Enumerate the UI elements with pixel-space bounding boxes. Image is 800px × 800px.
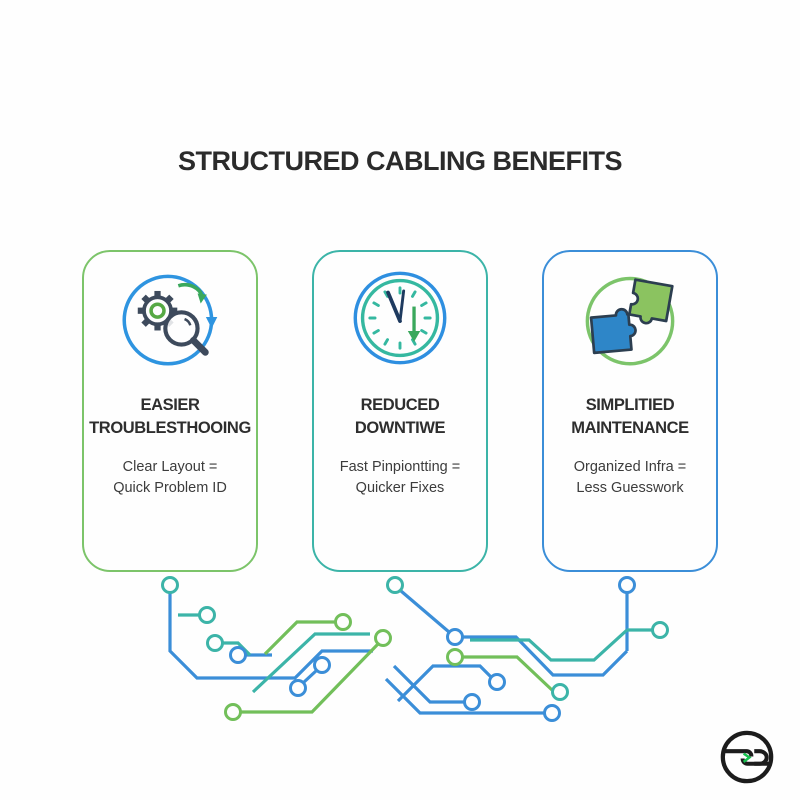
card-subtitle-line2: Quicker Fixes [355,480,445,497]
circuit-traces-decoration [161,576,669,722]
card-title-line1: EASIER [140,396,200,414]
card-subtitle: Fast Pinpiontting = Quicker Fixes [340,457,461,501]
sc-monogram-logo [718,728,776,786]
card-subtitle-line1: Clear Layout = [122,458,218,475]
card-title-line1: REDUCED [360,396,440,414]
benefit-card-easier-troubleshooting: EASIER TROUBLESTHOOING Clear Layout = Qu… [82,250,258,572]
clock-arrow-icon [348,266,452,370]
card-subtitle-line1: Organized Infra = [573,458,687,475]
card-title: SIMPLITIED MAINTENANCE [571,394,689,440]
card-title-line2: DOWNTIWE [354,418,446,437]
gear-magnifier-cycle-icon [118,266,222,370]
card-title: EASIER TROUBLESTHOOING [89,394,251,440]
card-subtitle-line1: Fast Pinpiontting = [339,458,461,475]
card-subtitle: Clear Layout = Quick Problem ID [113,457,227,501]
card-subtitle: Organized Infra = Less Guesswork [574,457,686,501]
card-title-line1: SIMPLITIED [585,396,675,414]
card-subtitle-line2: Less Guesswork [576,480,684,497]
card-subtitle-line2: Quick Problem ID [113,480,227,497]
benefit-cards-row: EASIER TROUBLESTHOOING Clear Layout = Qu… [0,250,800,572]
card-title: REDUCED DOWNTIWE [354,394,446,440]
benefit-card-simplified-maintenance: SIMPLITIED MAINTENANCE Organized Infra =… [542,250,718,572]
page-title: STRUCTURED CABLING BENEFITS [178,146,623,176]
card-title-line2: MAINTENANCE [571,418,689,437]
benefit-card-reduced-downtime: REDUCED DOWNTIWE Fast Pinpiontting = Qui… [312,250,488,572]
card-title-line2: TROUBLESTHOOING [89,418,251,437]
puzzle-pieces-icon [578,266,682,370]
